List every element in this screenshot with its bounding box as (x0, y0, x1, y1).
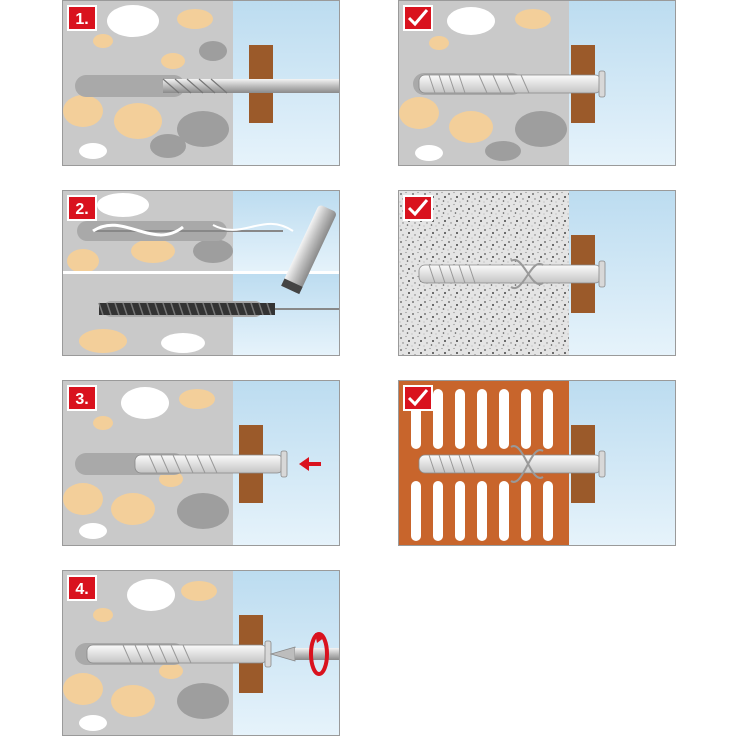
cleaning-illustration (63, 191, 339, 355)
material-concrete-panel (398, 190, 676, 356)
material-stone-panel (398, 0, 676, 166)
step-number-badge: 2. (67, 195, 97, 221)
concrete-wall-illustration (399, 191, 675, 355)
perforated-brick-illustration (399, 381, 675, 545)
cleaning-brush (98, 302, 275, 316)
step-number-badge: 3. (67, 385, 97, 411)
inserting-illustration (63, 381, 339, 545)
stone-wall-illustration (399, 1, 675, 165)
step-number-badge: 1. (67, 5, 97, 31)
material-brick-panel (398, 380, 676, 546)
step-1-panel: 1. (62, 0, 340, 166)
frame-plug (134, 450, 288, 478)
rotate-arrow-icon (309, 632, 329, 676)
step-number-badge: 4. (67, 575, 97, 601)
checkmark-badge (403, 195, 433, 221)
step-2-panel: 2. (62, 190, 340, 356)
screwing-illustration (63, 571, 339, 735)
step-3-panel: 3. (62, 380, 340, 546)
checkmark-badge (403, 385, 433, 411)
checkmark-badge (403, 5, 433, 31)
checkmark-icon (407, 9, 429, 27)
checkmark-icon (407, 199, 429, 217)
arrow-left-icon (299, 457, 309, 471)
drilling-illustration (63, 1, 339, 165)
checkmark-icon (407, 389, 429, 407)
step-4-panel: 4. (62, 570, 340, 736)
